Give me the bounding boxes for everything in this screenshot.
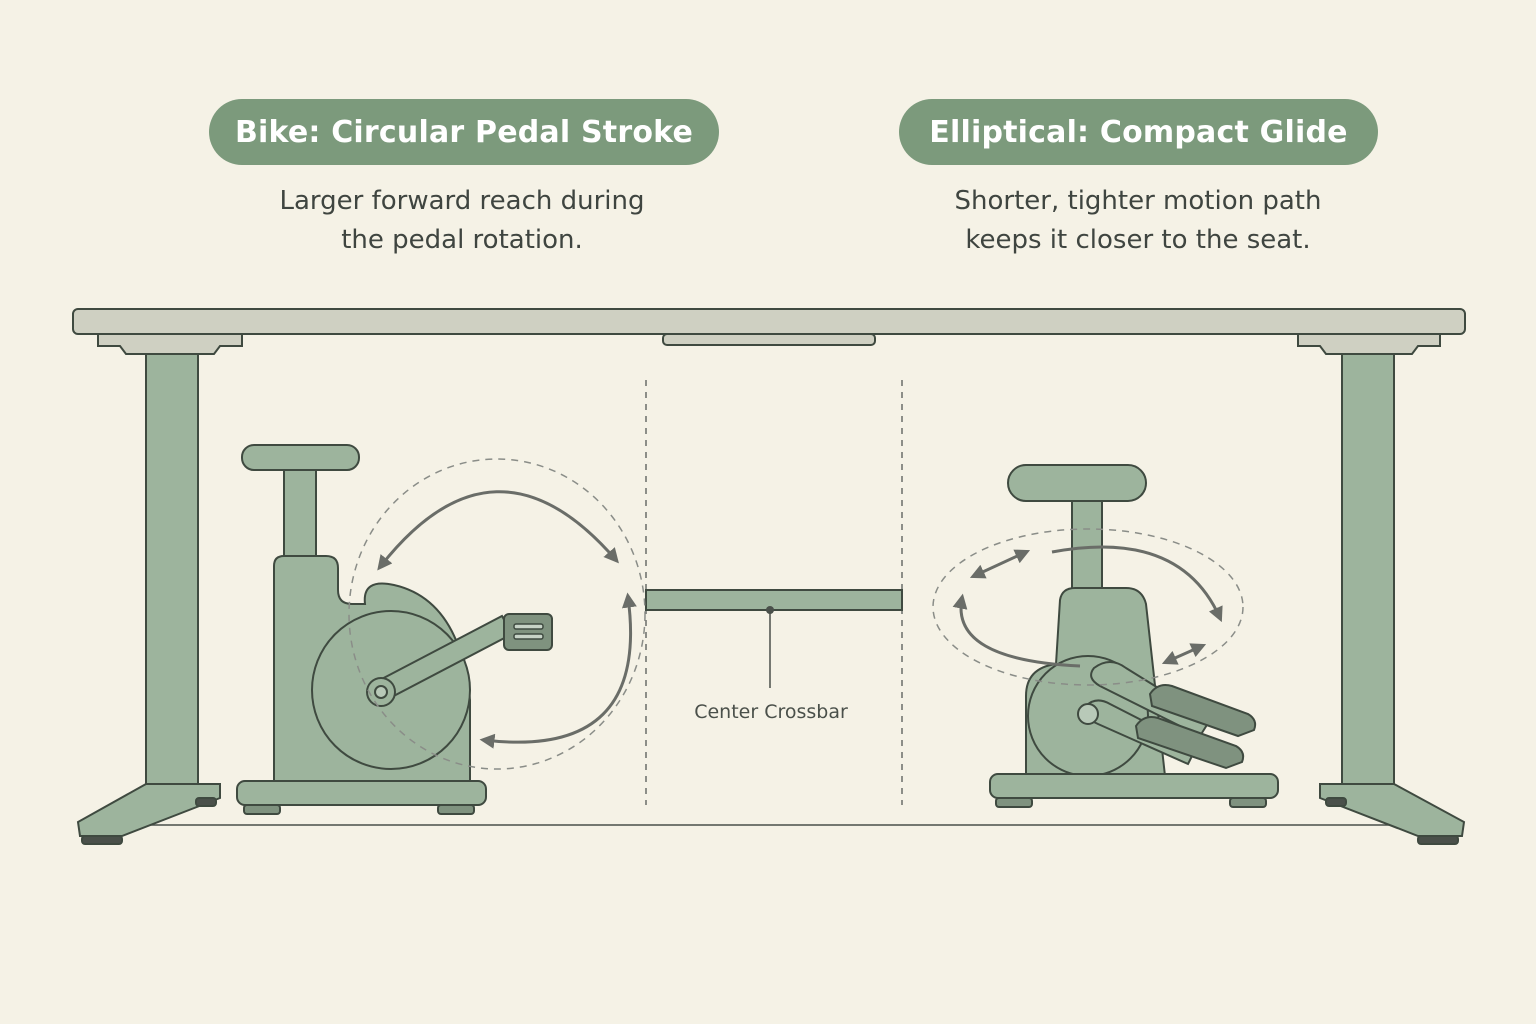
elliptical-seat xyxy=(1007,464,1147,502)
bike-base xyxy=(236,780,487,806)
bike-seat-post xyxy=(283,469,317,561)
elliptical-base xyxy=(989,773,1279,799)
elliptical-hub xyxy=(1077,703,1099,725)
elliptical-pedal-lower xyxy=(1134,716,1245,770)
elliptical-title: Elliptical: Compact Glide xyxy=(929,114,1348,150)
bike-title-pill: Bike: Circular Pedal Stroke xyxy=(209,99,719,165)
bike-foot-left xyxy=(243,804,281,815)
elliptical-foot-left xyxy=(995,797,1033,808)
elliptical-description-line-2: keeps it closer to the seat. xyxy=(965,225,1311,255)
bike-motion-path xyxy=(348,458,646,770)
elliptical-motion-path xyxy=(932,528,1244,686)
bike-pedal-orbit xyxy=(348,458,646,770)
bike-foot-right xyxy=(437,804,475,815)
center-crossbar: Center Crossbar xyxy=(645,380,903,805)
elliptical-pedal-upper xyxy=(1148,684,1257,738)
elliptical-arrow-left xyxy=(952,593,1081,668)
bike-pedal-grip-2 xyxy=(513,633,544,640)
crossbar-bar xyxy=(645,589,903,611)
bike-illustration xyxy=(236,444,553,815)
elliptical-description-line-1: Shorter, tighter motion path xyxy=(954,186,1322,216)
bike-description-line-2: the pedal rotation. xyxy=(341,225,583,255)
bike-description-line-1: Larger forward reach during xyxy=(279,186,645,216)
bike-title: Bike: Circular Pedal Stroke xyxy=(234,114,694,150)
elliptical-description: Shorter, tighter motion path keeps it cl… xyxy=(888,182,1388,260)
bike-crank-hub-inner xyxy=(374,685,388,699)
bike-arrow-bottom xyxy=(479,592,637,749)
bike-description: Larger forward reach during the pedal ro… xyxy=(212,182,712,260)
elliptical-glide-orbit xyxy=(932,528,1244,686)
desk-leg-left xyxy=(76,333,243,845)
bike-arrow-top xyxy=(377,490,619,571)
elliptical-arrow-top-left xyxy=(969,549,1031,579)
bike-seat xyxy=(241,444,360,471)
crossbar-label: Center Crossbar xyxy=(694,701,848,723)
elliptical-arrow-top-right xyxy=(1051,545,1223,623)
desk-leg-right xyxy=(1297,333,1466,845)
bike-pedal xyxy=(503,613,553,651)
elliptical-illustration xyxy=(989,464,1279,808)
elliptical-foot-right xyxy=(1229,797,1267,808)
desk-top xyxy=(72,308,1466,346)
elliptical-title-pill: Elliptical: Compact Glide xyxy=(899,99,1378,165)
bike-pedal-grip-1 xyxy=(513,623,544,630)
elliptical-arrow-right-small xyxy=(1161,643,1207,665)
